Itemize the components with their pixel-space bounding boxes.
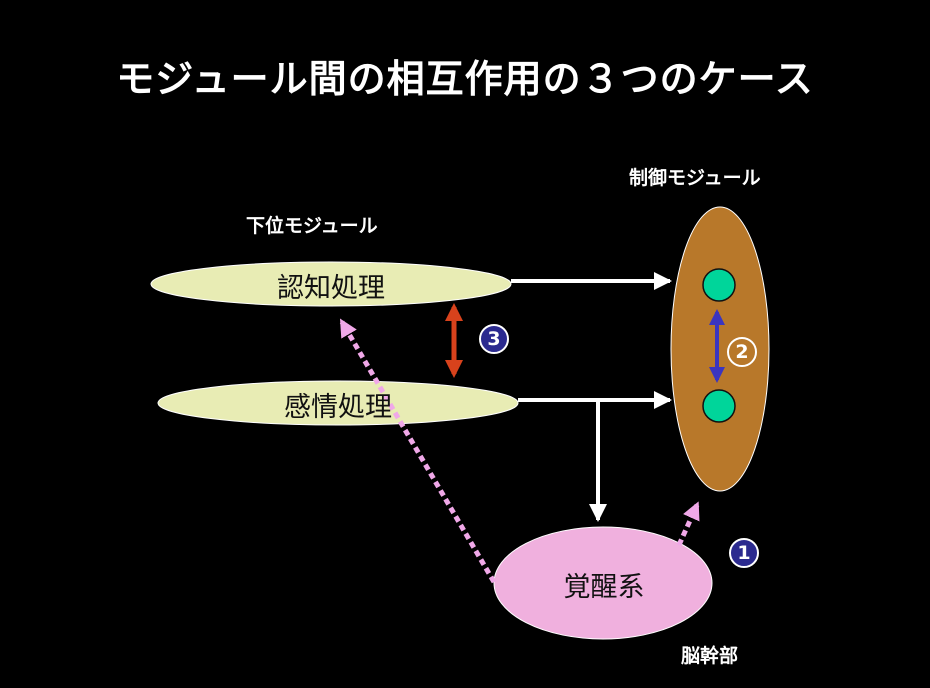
- control-module-label: 制御モジュール: [629, 167, 761, 189]
- emotional-node-text: 感情処理: [284, 392, 392, 423]
- case-3-badge: 3: [479, 324, 509, 354]
- arousal-node-text: 覚醒系: [563, 572, 645, 603]
- slide-title: モジュール間の相互作用の３つのケース: [116, 57, 814, 101]
- case-1-badge: 1: [729, 538, 759, 568]
- case-2-badge: 2: [727, 337, 757, 367]
- dotted-arrow-arousal-to-cognitive: [339, 318, 497, 584]
- control-unit-lower: [702, 389, 736, 423]
- emotional-ellipse: [157, 380, 519, 426]
- cognitive-node-text: 認知処理: [277, 273, 385, 304]
- control-unit-upper: [702, 268, 736, 302]
- dotted-arrow-arousal-to-control: [676, 501, 700, 547]
- arousal-ellipse: [493, 526, 713, 640]
- cognitive-ellipse: [150, 261, 512, 307]
- brainstem-label: 脳幹部: [681, 645, 739, 667]
- lower-module-label: 下位モジュール: [246, 215, 378, 237]
